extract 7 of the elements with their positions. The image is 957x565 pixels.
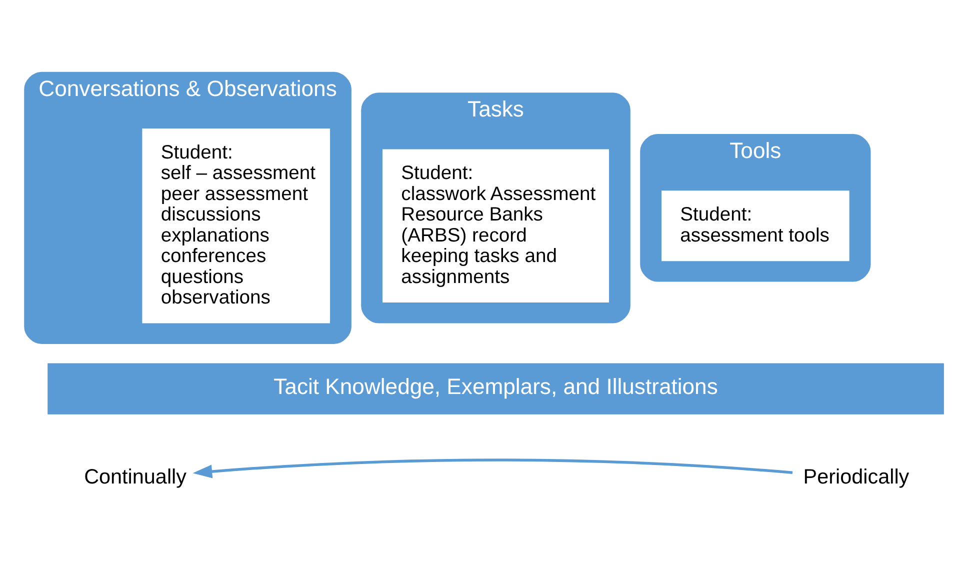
- node-box: Student: self – assessment peer assessment discussions explanations conferences questions observations: [140, 127, 332, 325]
- node-box: Student: classwork Assessment Resource Banks (ARBS) record keeping tasks and assignments: [381, 148, 610, 304]
- node-text: Continually: [84, 465, 187, 488]
- node-box: Tacit Knowledge, Exemplars, and Illustrations: [48, 363, 944, 414]
- node-text: Periodically: [803, 465, 910, 488]
- arrow: [192, 458, 793, 478]
- node-box: Student: assessment tools: [660, 189, 851, 262]
